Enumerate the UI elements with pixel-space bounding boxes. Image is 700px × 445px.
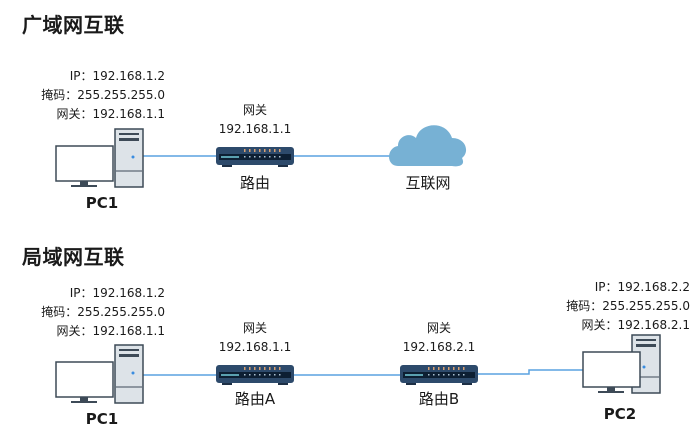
lan-pc2-label: PC2	[603, 405, 637, 423]
lan-section-title: 局域网互联	[22, 245, 125, 269]
router-a-icon	[216, 365, 294, 385]
wan-pc1-ip-row: IP：192.168.1.2	[41, 67, 165, 86]
lan-link-routerb-pc2	[477, 369, 583, 375]
router-b-icon	[400, 365, 478, 385]
gateway-label: 网关：	[581, 318, 618, 332]
lan-pc1-label: PC1	[85, 410, 119, 428]
mask-label: 掩码：	[566, 299, 603, 313]
router-a-gateway: 网关 192.168.1.1	[195, 319, 315, 357]
gateway-value: 192.168.1.1	[92, 324, 165, 338]
gateway-label: 网关：	[56, 324, 93, 338]
wan-pc1-info: IP：192.168.1.2 掩码：255.255.255.0 网关：192.1…	[41, 67, 165, 124]
gateway-label: 网关：	[56, 107, 93, 121]
ip-value: 192.168.2.2	[617, 280, 690, 294]
gateway-value: 192.168.1.1	[218, 340, 292, 354]
router-b-gateway: 网关 192.168.2.1	[379, 319, 499, 357]
wan-pc1-label: PC1	[85, 194, 119, 212]
wan-pc1-mask-row: 掩码：255.255.255.0	[41, 86, 165, 105]
router-a-label: 路由A	[234, 390, 276, 408]
gateway-value: 192.168.1.1	[92, 107, 165, 121]
ip-value: 192.168.1.2	[92, 69, 165, 83]
lan-pc2-info: IP：192.168.2.2 掩码：255.255.255.0 网关：192.1…	[566, 278, 690, 335]
wan-router-label: 路由	[239, 174, 270, 192]
lan-pc1-gateway-row: 网关：192.168.1.1	[41, 322, 165, 341]
lan-pc2-ip-row: IP：192.168.2.2	[566, 278, 690, 297]
lan-pc2-mask-row: 掩码：255.255.255.0	[566, 297, 690, 316]
gateway-label: 网关	[426, 321, 451, 335]
gateway-value: 192.168.2.1	[617, 318, 690, 332]
gateway-value: 192.168.1.1	[218, 122, 292, 136]
gateway-label: 网关	[242, 103, 267, 117]
ip-label: IP：	[69, 286, 93, 300]
wan-section-title: 广域网互联	[22, 13, 125, 37]
mask-value: 255.255.255.0	[77, 88, 165, 102]
wan-pc1-gateway-row: 网关：192.168.1.1	[41, 105, 165, 124]
lan-pc1-ip-row: IP：192.168.1.2	[41, 284, 165, 303]
internet-label: 互联网	[405, 174, 451, 192]
wan-pc1-icon	[55, 128, 144, 188]
ip-label: IP：	[69, 69, 93, 83]
lan-pc1-info: IP：192.168.1.2 掩码：255.255.255.0 网关：192.1…	[41, 284, 165, 341]
ip-label: IP：	[594, 280, 618, 294]
mask-label: 掩码：	[41, 305, 78, 319]
router-b-label: 路由B	[418, 390, 460, 408]
wan-router-icon	[216, 147, 294, 167]
gateway-value: 192.168.2.1	[402, 340, 476, 354]
internet-cloud-icon	[389, 125, 467, 167]
lan-pc1-mask-row: 掩码：255.255.255.0	[41, 303, 165, 322]
lan-pc1-icon	[55, 344, 144, 404]
wan-router-gateway: 网关 192.168.1.1	[195, 101, 315, 139]
lan-pc2-gateway-row: 网关：192.168.2.1	[566, 316, 690, 335]
mask-label: 掩码：	[41, 88, 78, 102]
mask-value: 255.255.255.0	[77, 305, 165, 319]
ip-value: 192.168.1.2	[92, 286, 165, 300]
lan-pc2-icon	[582, 334, 661, 394]
mask-value: 255.255.255.0	[602, 299, 690, 313]
gateway-label: 网关	[242, 321, 267, 335]
